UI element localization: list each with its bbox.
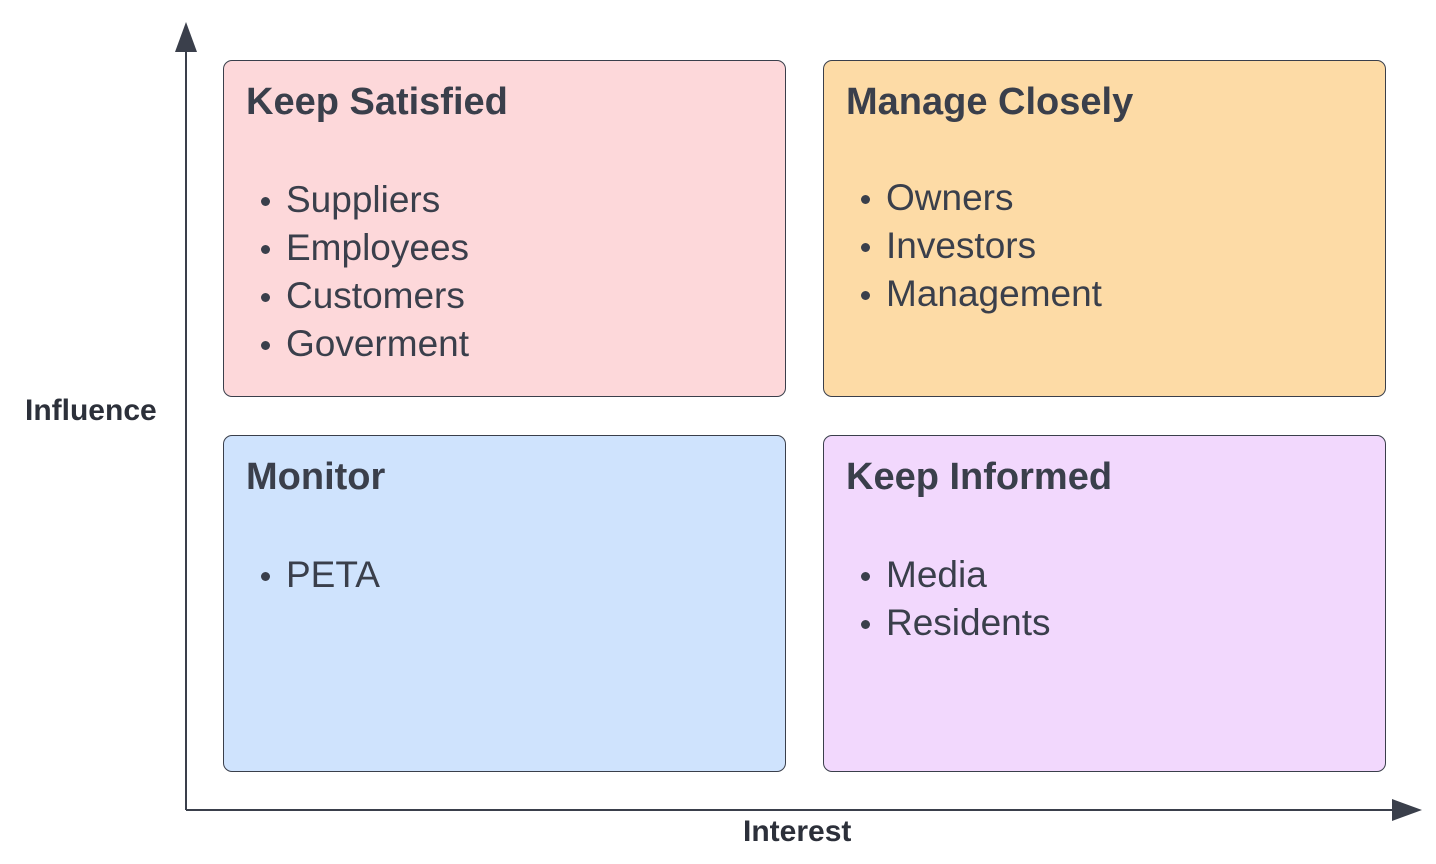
list-item: PETA [259,551,763,599]
list-item: Employees [259,224,763,272]
quadrant-item-list: Owners Investors Management [846,174,1363,318]
quadrant-keep-satisfied: Keep Satisfied Suppliers Employees Custo… [223,60,786,397]
quadrant-title: Keep Informed [846,456,1113,498]
quadrant-item-list: Media Residents [846,551,1363,647]
y-axis-arrow [175,22,197,52]
list-item: Suppliers [259,176,763,224]
list-item: Residents [859,599,1363,647]
x-axis-arrow [1392,799,1422,821]
quadrant-title: Monitor [246,456,386,498]
quadrant-title: Manage Closely [846,81,1134,123]
list-item: Media [859,551,1363,599]
list-item: Customers [259,272,763,320]
list-item: Investors [859,222,1363,270]
quadrant-title: Keep Satisfied [246,81,508,123]
x-axis-label: Interest [743,815,852,848]
list-item: Management [859,270,1363,318]
list-item: Goverment [259,320,763,368]
quadrant-monitor: Monitor PETA [223,435,786,772]
list-item: Owners [859,174,1363,222]
y-axis-label: Influence [25,394,157,427]
quadrant-manage-closely: Manage Closely Owners Investors Manageme… [823,60,1386,397]
quadrant-keep-informed: Keep Informed Media Residents [823,435,1386,772]
quadrant-item-list: PETA [246,551,763,599]
quadrant-item-list: Suppliers Employees Customers Goverment [246,176,763,368]
